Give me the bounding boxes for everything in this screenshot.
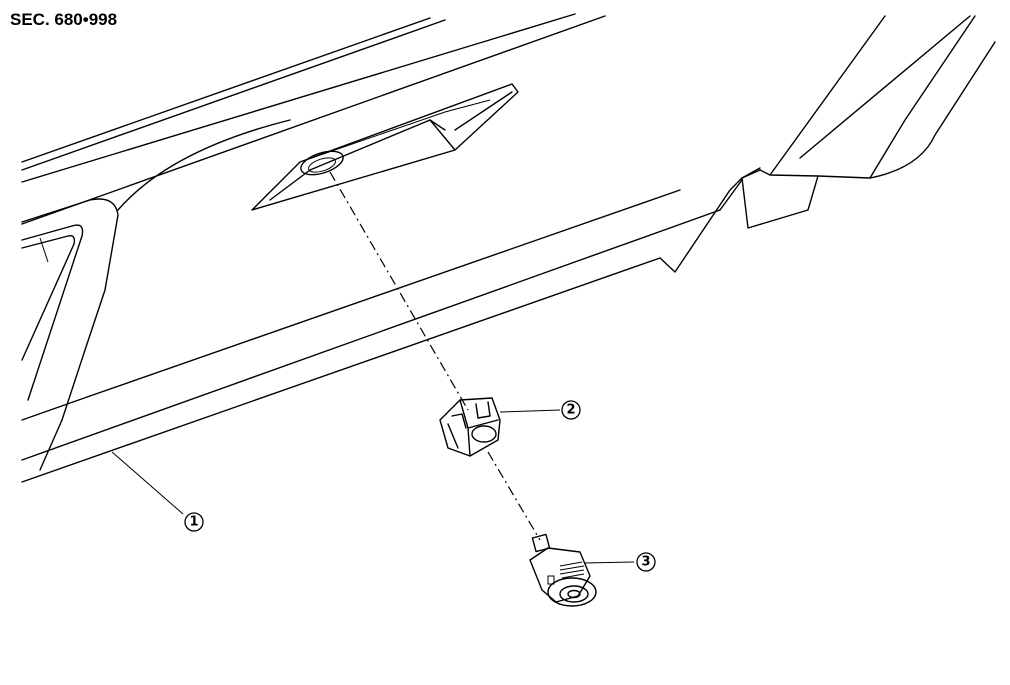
section-label: SEC. 680•998: [10, 10, 118, 29]
callout-2-number: 2: [566, 403, 575, 418]
rear-panel: [21, 13, 996, 515]
callout-1: 1: [184, 512, 204, 532]
assembly-axis-line: [487, 451, 541, 541]
callout-3: 3: [636, 552, 656, 572]
callout-3-number: 3: [641, 555, 650, 570]
callout-2: 2: [561, 400, 581, 420]
assembly-axis-line: [329, 171, 469, 411]
camera-part: [529, 533, 635, 607]
callout-1-number: 1: [189, 515, 198, 530]
bezel-part: [439, 397, 561, 457]
